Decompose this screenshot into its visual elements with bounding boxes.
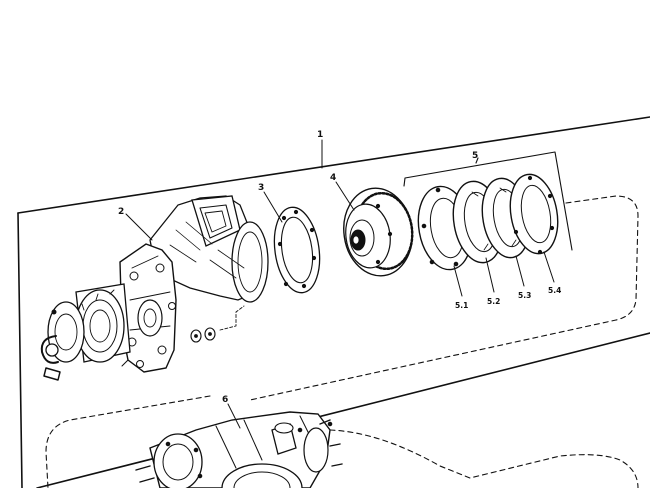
clutch-plate-5-4 [509,173,559,255]
callout-6: 6 [222,395,228,405]
leader-lines [125,139,555,429]
callout-5-3: 5.3 [518,291,531,300]
callout-5-4: 5.4 [548,286,561,295]
axle-housing [135,411,343,488]
callout-5-1: 5.1 [455,301,468,310]
assembly-frame [17,116,650,488]
group-5-bracket [403,151,573,251]
gasket [273,206,321,294]
callout-5: 5 [472,151,478,161]
callout-3: 3 [258,183,264,193]
dashed-outline-lower [45,395,639,488]
loose-nuts [190,305,245,343]
callout-labels: 1 2 3 4 5 6 5.1 5.2 5.3 5.4 [118,130,561,405]
dashed-outline-upper [249,195,639,401]
housing-assembly [40,195,269,381]
callout-4: 4 [330,173,336,183]
clutch-hub [343,187,414,277]
callout-2: 2 [118,207,124,217]
callout-1: 1 [317,130,323,140]
callout-5-2: 5.2 [487,297,500,306]
